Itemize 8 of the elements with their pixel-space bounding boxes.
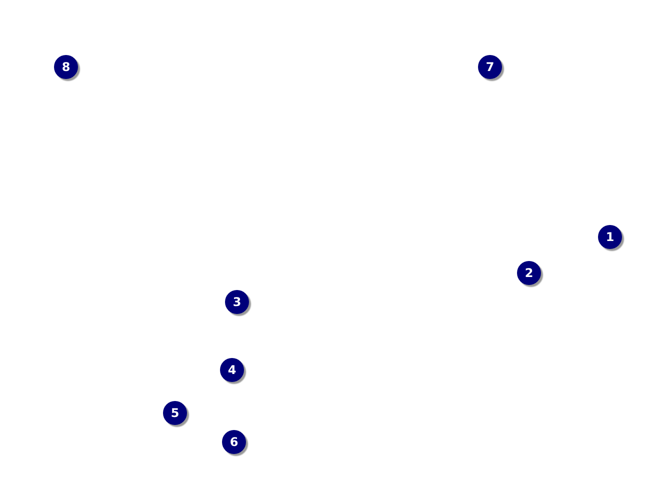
callout-number: 4 (220, 358, 244, 382)
callout-number: 8 (54, 55, 78, 79)
callout-number: 2 (517, 261, 541, 285)
callout-number: 3 (225, 290, 249, 314)
callout-number: 5 (163, 401, 187, 425)
callout-number: 6 (222, 430, 246, 454)
callout-number: 7 (478, 55, 502, 79)
callout-number: 1 (598, 225, 622, 249)
